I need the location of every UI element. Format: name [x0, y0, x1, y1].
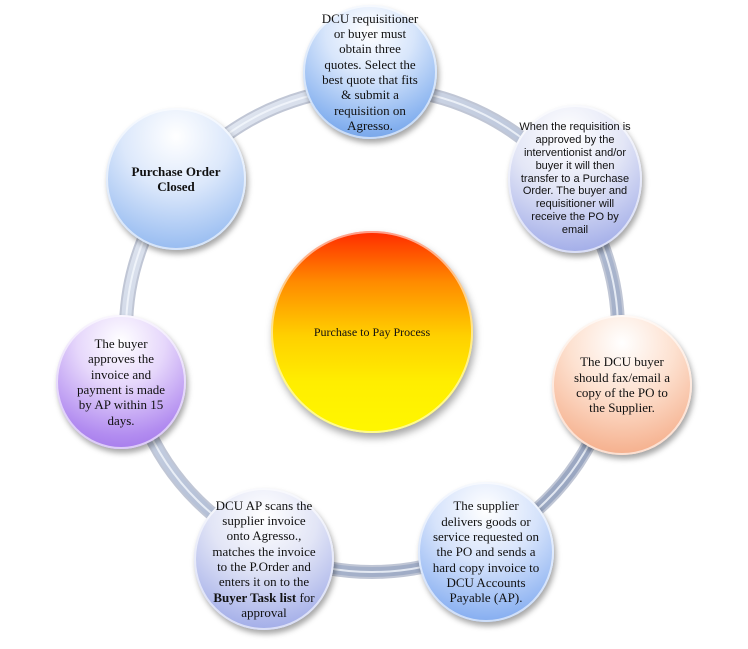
step-3-label: The DCU buyer should fax/email a copy of…: [573, 354, 671, 416]
step-5-label: DCU AP scans the supplier invoice onto A…: [194, 498, 334, 621]
step-supplier-delivers: The supplier delivers goods or service r…: [418, 482, 554, 622]
step-send-po-to-supplier: The DCU buyer should fax/email a copy of…: [552, 315, 692, 455]
center-label: Purchase to Pay Process: [313, 324, 431, 339]
step-6-label: The buyer approves the invoice and payme…: [76, 336, 166, 428]
step-5-text-pre: DCU AP scans the supplier invoice onto A…: [212, 497, 316, 590]
step-buyer-approves-invoice: The buyer approves the invoice and payme…: [56, 315, 186, 449]
step-po-closed: Purchase Order Closed: [106, 108, 246, 250]
step-4-label: The supplier delivers goods or service r…: [432, 498, 540, 606]
step-ap-scans-invoice: DCU AP scans the supplier invoice onto A…: [194, 488, 334, 630]
step-5-text-post: for approval: [241, 589, 315, 620]
step-2-label: When the requisition is approved by the …: [519, 120, 631, 237]
step-5-text-bold: Buyer Task list: [213, 589, 297, 605]
step-obtain-quotes: DCU requisitioner or buyer must obtain t…: [303, 5, 437, 139]
center-process-circle: Purchase to Pay Process: [271, 231, 473, 433]
step-7-label: Purchase Order Closed: [131, 163, 221, 194]
step-requisition-approved: When the requisition is approved by the …: [508, 105, 642, 253]
step-1-label: DCU requisitioner or buyer must obtain t…: [321, 10, 419, 133]
